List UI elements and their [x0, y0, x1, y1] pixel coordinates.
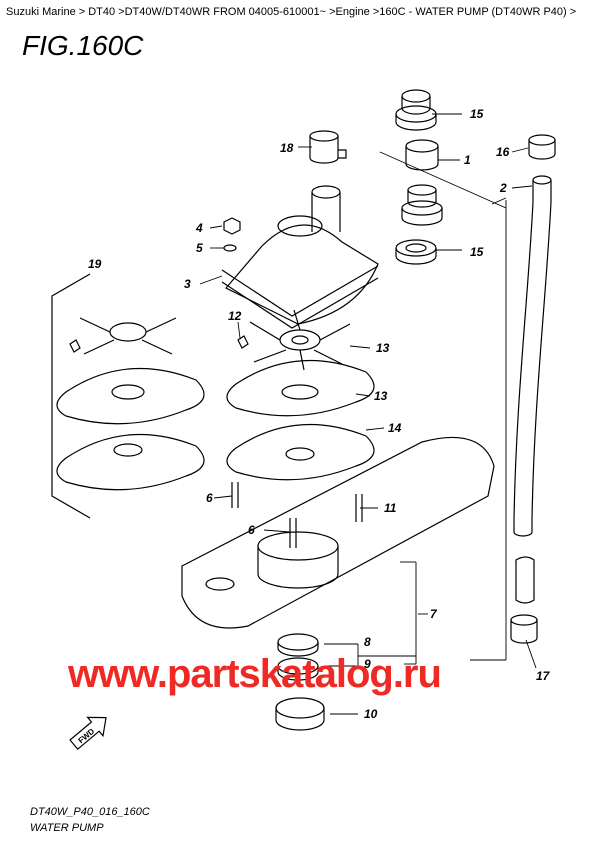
callout-19: 19: [88, 257, 102, 271]
callout-3: 3: [184, 277, 191, 291]
part-8-key: [237, 335, 249, 349]
callout-16: 16: [496, 145, 510, 159]
part-4-5-nut-washer: [223, 217, 241, 252]
part-12-plate: [181, 436, 495, 629]
part-14-seal: [275, 697, 325, 731]
callout-5: 5: [196, 241, 203, 255]
part-18-sleeve: [309, 130, 347, 164]
part-16-grommet: [528, 134, 556, 160]
callout-15-top: 15: [470, 107, 484, 121]
part-1-upper-guide: [401, 139, 443, 226]
fwd-arrow-icon: FWD: [69, 716, 107, 751]
part-15-lower-grommet: [395, 239, 437, 265]
callout-6-left: 6: [206, 491, 213, 505]
callout-6-center: 6: [248, 523, 255, 537]
part-15-top-grommet: [395, 89, 437, 131]
callout-numbers: 15 1 15 18 16 2 4 5 3 19 12 13 13 14 6 1…: [88, 107, 551, 721]
part-9-impeller: [249, 309, 351, 371]
callout-2: 2: [499, 181, 507, 195]
figure-title: FIG.160C: [22, 30, 144, 61]
part-3-pump-case: [221, 185, 379, 329]
callout-13-upper: 8: [364, 635, 371, 649]
callout-15-bottom: 15: [470, 245, 484, 259]
callout-9: 13: [376, 341, 390, 355]
callout-10: 13: [374, 389, 388, 403]
watermark: www.partskatalog.ru: [68, 652, 442, 696]
callout-4: 4: [195, 221, 203, 235]
callout-17: 17: [536, 669, 551, 683]
part-11-gasket: [226, 423, 375, 481]
callout-18: 18: [280, 141, 294, 155]
callout-13-lower: 9: [364, 657, 371, 671]
breadcrumb: Suzuki Marine > DT40 >DT40W/DT40WR FROM …: [6, 6, 577, 18]
part-17-grommet: [510, 614, 538, 644]
part-10-liner-plate: [226, 359, 375, 417]
part-19-repair-kit: [51, 273, 205, 519]
figure-caption: WATER PUMP: [30, 822, 104, 834]
callout-7: 11: [384, 501, 397, 515]
leader-lines: [199, 113, 537, 715]
callout-8: 12: [228, 309, 242, 323]
callout-1: 1: [464, 153, 471, 167]
figure-code: DT40W_P40_016_160C: [30, 806, 150, 818]
part-13-oil-seals: [277, 633, 319, 681]
callout-14: 10: [364, 707, 378, 721]
callout-12: 7: [430, 607, 438, 621]
part-2-water-tube: [513, 175, 552, 604]
part-6-studs: [231, 482, 363, 548]
callout-11: 14: [388, 421, 402, 435]
